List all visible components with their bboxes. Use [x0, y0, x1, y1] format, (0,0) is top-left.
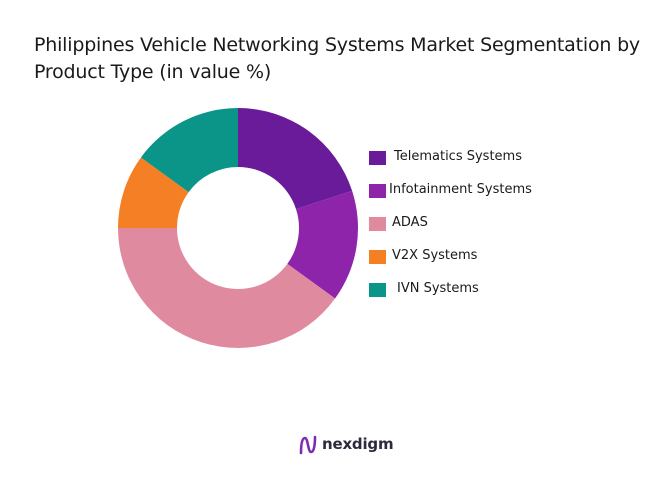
chart-title: Philippines Vehicle Networking Systems M…: [34, 34, 640, 83]
donut-slice-infotainment-systems: [287, 190, 358, 299]
donut-slice-telematics-systems: [238, 108, 353, 210]
donut-slice-ivn-systems: [140, 108, 238, 193]
legend-label: IVN Systems: [397, 281, 479, 296]
legend-swatch: [369, 283, 386, 297]
legend-swatch: [369, 151, 386, 165]
legend-swatch: [369, 250, 386, 264]
legend-label: Infotainment Systems: [389, 182, 532, 197]
legend-swatch: [369, 217, 386, 231]
donut-slice-v2x-systems: [118, 157, 189, 228]
legend-swatch: [369, 184, 386, 198]
donut-slice-adas: [118, 228, 336, 349]
nexdigm-logo-icon: [299, 435, 317, 455]
legend-label: Telematics Systems: [394, 149, 522, 164]
brand-name: nexdigm: [322, 435, 394, 453]
legend-label: ADAS: [392, 215, 428, 230]
legend-label: V2X Systems: [392, 248, 478, 263]
